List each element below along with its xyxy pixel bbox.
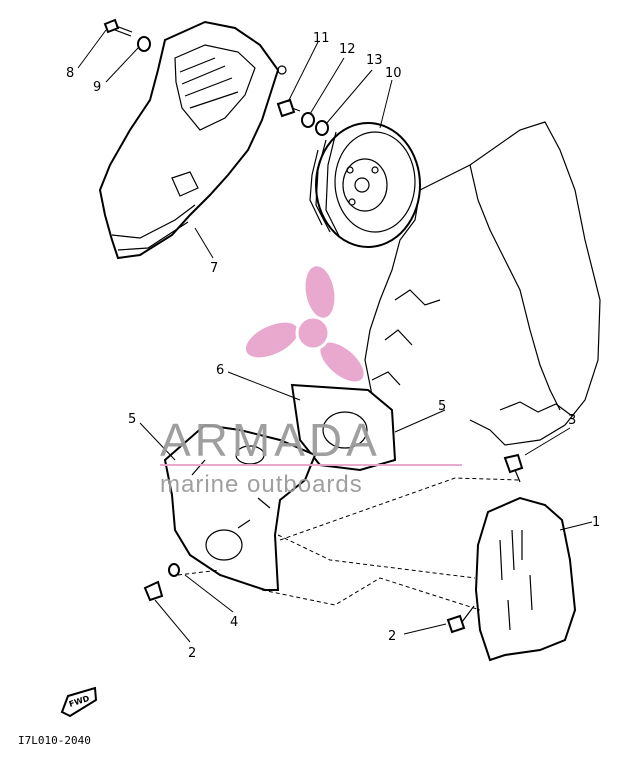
callout-13: 13	[366, 53, 383, 68]
callout-1: 1	[592, 515, 600, 530]
callout-5-right: 5	[438, 399, 446, 414]
bracket-plate	[163, 423, 317, 591]
watermark-title: ARMADA	[160, 414, 381, 466]
callout-12: 12	[339, 42, 356, 57]
callout-labels: 8 9 11 12 13 10 7 6 5 5 3 1 4 2 2	[66, 31, 600, 661]
callout-11: 11	[313, 31, 330, 46]
drawing-code: I7L010-2040	[18, 734, 91, 747]
watermark-subtitle: marine outboards	[160, 471, 363, 498]
callout-7: 7	[210, 261, 218, 276]
flywheel	[309, 122, 421, 248]
callout-9: 9	[93, 80, 101, 95]
callout-8: 8	[66, 66, 74, 81]
callout-4: 4	[230, 615, 238, 630]
flywheel-cover	[98, 20, 287, 260]
callout-6: 6	[216, 363, 224, 378]
callout-2-right: 2	[388, 629, 396, 644]
watermark: ARMADA marine outboards	[160, 266, 462, 498]
fwd-arrow-badge: FWD	[60, 686, 98, 718]
engine-block-outline	[364, 121, 601, 446]
callout-10: 10	[385, 66, 402, 81]
callout-2-left: 2	[188, 646, 196, 661]
leader-lines	[77, 29, 593, 643]
callout-3: 3	[568, 413, 576, 428]
propeller-logo-icon	[245, 266, 364, 382]
hardware-fasteners	[103, 18, 329, 136]
side-cover	[474, 496, 577, 662]
mounting-bolts	[143, 453, 524, 634]
callout-5-left: 5	[128, 412, 136, 427]
assembly-lines	[177, 477, 521, 611]
